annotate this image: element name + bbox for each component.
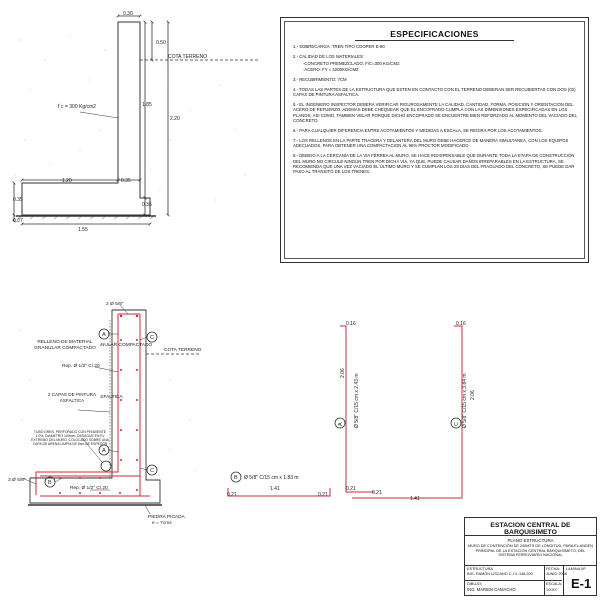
concrete-strength: f´c = 300 Kg/cm2	[58, 104, 96, 110]
specifications-divider	[355, 40, 514, 41]
title-block: ESTACION CENTRAL DE BARQUISIMETO PLANO E…	[464, 517, 597, 596]
info-divider	[465, 565, 596, 566]
spec-item: -ACERO: Fy = 4200Kg/cm2	[303, 66, 359, 72]
bar-c-top: 0.16	[456, 321, 466, 327]
spec-item: 8.- DEBIDO A LA CERCANÍA DE LA VÍA FÉRRE…	[293, 153, 575, 175]
sheet-label: LAMINA Nº:	[566, 567, 587, 571]
scale-value: 1/XXX	[546, 588, 557, 592]
wall-elevation	[14, 16, 260, 224]
rep-top-label: Rep. Ø 1/2" C/.20	[62, 363, 100, 369]
dim-footing-right: 0.35	[142, 202, 152, 208]
dim-stem-height: 1.85	[142, 102, 152, 108]
bar-a-marker: A	[338, 422, 344, 426]
marker-c-2: C	[150, 468, 154, 474]
dim-base-total: 1.55	[78, 227, 88, 233]
drain-label-box: TUBO DREN, PERFORADO CON PENDIENTE 1.0%,…	[31, 430, 109, 446]
bar-c-label: Ø 5/8" C/15 cm x 3.84 m	[462, 373, 468, 428]
spec-item: 1.- SOBRECARGA: TREN TIPO COOPER E-80	[293, 44, 385, 49]
spec-item: 7.- LOS RELLENOS EN LA PARTE TRACERA Y D…	[293, 137, 569, 149]
soil-fill	[14, 34, 246, 201]
spec-item: 4.- TODAS LAS PARTES DE LA ESTRUCTURA QU…	[293, 86, 576, 97]
paint-label-text: 2 CAPAS DE PINTURA ASFALTICA	[44, 392, 100, 404]
spec-item: 3.- RECUBRIMIENTO: 7cm	[293, 76, 347, 82]
scale-label: ESCALA:	[546, 582, 563, 586]
stone-thk: e = 7cms	[152, 520, 172, 526]
dim-top-zone: 0.50	[156, 40, 166, 46]
rep-bottom-label: Rep. Ø 1/2" C/.20	[70, 485, 108, 491]
plan-name: PLANO ESTRUCTURA	[507, 538, 554, 543]
col-divider-2	[563, 565, 564, 595]
dim-footing-thk: 0.35	[13, 197, 23, 203]
sheet-number: E-1	[571, 576, 592, 591]
bar-details	[227, 325, 463, 499]
bar-b-marker: B	[234, 475, 238, 481]
wall-elevation-labels: 0.30 0.50 1.85 2.20 1.20 0.35 0.35 0.35 …	[13, 11, 207, 233]
cota-terreno-top: COTA TERRENO	[168, 54, 207, 60]
dim-heel: 1.20	[62, 178, 72, 184]
bar-details-text: B Ø 5/8" C/15 cm x 1.83 m 1.41 0.21 0.21…	[227, 321, 476, 502]
bar-b-hook-right: 0.21	[318, 492, 328, 498]
specifications-title: ESPECIFICACIONES	[390, 29, 479, 39]
dim-base-small: 0.07	[13, 218, 23, 224]
plan-description: MURO DE CONTENCIÓN DE 240MTS DE LONGITUD…	[468, 544, 593, 558]
info-divider-2	[465, 580, 562, 581]
bar-a-bottom: 0.21	[346, 486, 356, 492]
col-divider-1	[544, 565, 545, 595]
bar-b-label: Ø 5/8" C/15 cm x 1.83 m	[244, 475, 299, 481]
bar-c-length: 1.41	[410, 496, 420, 502]
rebar-section	[19, 304, 200, 515]
bar-b-hook-left: 0.21	[227, 492, 237, 498]
drain-label: TUBO DREN, PERFORADO CON PENDIENTE 1.0%,…	[31, 430, 109, 446]
dim-total-height: 2.20	[170, 116, 180, 122]
date-label: FECHA:	[546, 567, 560, 571]
stone-label: PIEDRA PICADA	[148, 514, 186, 520]
marker-b: B	[48, 480, 52, 486]
drafter-name: ING. MARIEN CAMACHO	[467, 587, 516, 592]
spec-item: -CONCRETO PREMEZCLADO: F/c=300 Kg/cm2	[303, 61, 400, 67]
fill-label-box: RELLENO DE MATERIAL GRANULAR COMPACTADO	[30, 340, 100, 352]
project-title: ESTACION CENTRAL DE BARQUISIMETO	[490, 522, 571, 536]
engineer-name: ING. RAMÓN LISCANO C.I.V.:146.200	[467, 572, 533, 576]
marker-a-1: A	[102, 332, 106, 338]
structure-label: ESTRUCTURA	[467, 567, 493, 571]
spec-item: 6.- PARA CUALQUIER DIFERENCIA ENTRE ACOT…	[293, 127, 543, 133]
bar-b-length: 1.41	[270, 486, 280, 492]
bar-c-marker: C	[454, 422, 460, 426]
marker-a-2: A	[102, 448, 106, 454]
top-bars-label: 2 Ø 5/8"	[106, 301, 124, 307]
paint-label-box: 2 CAPAS DE PINTURA ASFALTICA	[44, 392, 100, 404]
bar-a-top: 0.16	[346, 321, 356, 327]
bar-a-label: Ø 5/8" C/15 cm x 2.43 m	[354, 373, 360, 428]
bar-c-height: 2.06	[470, 390, 476, 400]
bar-c-bottom: 0.21	[372, 490, 382, 496]
cota-terreno-section: COTA TERRENO	[164, 347, 202, 353]
spec-item: 5.- EL INGENIERO INSPECTOR DEBERA VERIFI…	[293, 101, 577, 124]
title-divider	[465, 535, 596, 536]
bottom-bars-label: 3 Ø 5/8"	[8, 477, 26, 483]
spec-item: 2.- CALIDAD DE LOS MATERIALES:	[293, 53, 365, 59]
fill-label-text: RELLENO DE MATERIAL GRANULAR COMPACTADO	[30, 340, 100, 352]
bar-a-height: 2.06	[340, 368, 346, 378]
specifications-list: 1.- SOBRECARGA: TREN TIPO COOPER E-80 2.…	[293, 44, 578, 179]
date-value: JUNIO 2008	[546, 572, 567, 576]
dim-top-width: 0.30	[123, 11, 133, 17]
drafter-label: DIBUJO:	[467, 582, 482, 586]
dim-toe: 0.35	[121, 178, 131, 184]
specifications-panel: ESPECIFICACIONES 1.- SOBRECARGA: TREN TI…	[280, 17, 589, 263]
marker-c-1: C	[150, 335, 154, 341]
rebar-section-labels: 2 Ø 5/8" RELLENO DE MATERIAL GRANULAR CO…	[8, 301, 202, 526]
specifications-frame: ESPECIFICACIONES 1.- SOBRECARGA: TREN TI…	[284, 21, 585, 259]
